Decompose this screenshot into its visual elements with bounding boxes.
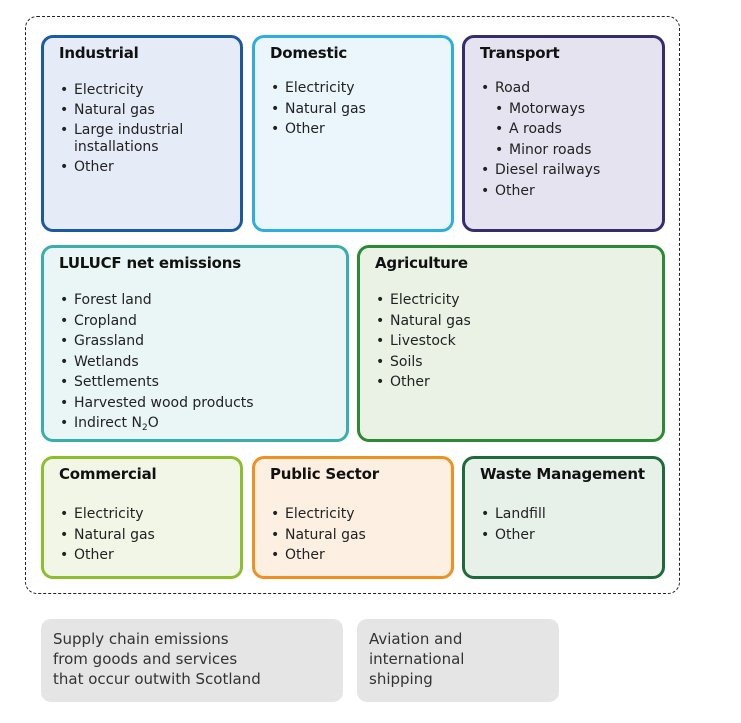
transport-title: Transport	[480, 44, 560, 62]
domestic-list: Electricity Natural gas Other	[270, 78, 366, 140]
list-item: Settlements	[59, 372, 254, 393]
list-item: Grassland	[59, 331, 254, 352]
industrial-list: Electricity Natural gas Large industrial…	[59, 82, 202, 179]
domestic-box: Domestic Electricity Natural gas Other	[252, 35, 454, 232]
list-item: Livestock	[375, 331, 471, 352]
lulucf-title: LULUCF net emissions	[59, 254, 241, 272]
list-item: Landfill	[480, 504, 546, 525]
list-item: Large industrial installations	[59, 122, 202, 156]
waste-management-box: Waste Management Landfill Other	[462, 456, 665, 579]
agriculture-list: Electricity Natural gas Livestock Soils …	[375, 290, 471, 393]
lulucf-box: LULUCF net emissions Forest land Croplan…	[41, 245, 349, 442]
agriculture-box: Agriculture Electricity Natural gas Live…	[357, 245, 665, 442]
list-item: Diesel railways	[480, 160, 600, 181]
n2o-subscript: 2	[141, 423, 148, 433]
agriculture-title: Agriculture	[375, 254, 468, 272]
list-item: Other	[59, 159, 202, 176]
supply-chain-emissions-box: Supply chain emissions from goods and se…	[41, 619, 343, 702]
industrial-box: Industrial Electricity Natural gas Large…	[41, 35, 243, 232]
list-item: Electricity	[59, 82, 202, 99]
aviation-shipping-text: Aviation and international shipping	[369, 630, 465, 688]
list-item: Electricity	[270, 504, 366, 525]
commercial-box: Commercial Electricity Natural gas Other	[41, 456, 243, 579]
list-item: A roads	[480, 119, 600, 140]
list-item: Road	[480, 78, 600, 99]
domestic-title: Domestic	[270, 44, 348, 62]
list-item: Natural gas	[270, 99, 366, 120]
list-item: Other	[480, 181, 600, 202]
list-item: Natural gas	[375, 311, 471, 332]
lulucf-list: Forest land Cropland Grassland Wetlands …	[59, 290, 254, 439]
list-item: Motorways	[480, 99, 600, 120]
list-item: Wetlands	[59, 352, 254, 373]
n2o-o: O	[147, 415, 159, 431]
list-item: Natural gas	[270, 525, 366, 546]
list-item: Electricity	[270, 78, 366, 99]
list-item: Indirect N2O	[59, 413, 254, 439]
commercial-title: Commercial	[59, 465, 157, 483]
public-sector-title: Public Sector	[270, 465, 379, 483]
waste-management-list: Landfill Other	[480, 504, 546, 545]
list-item: Other	[59, 545, 155, 566]
list-item: Natural gas	[59, 525, 155, 546]
list-item: Electricity	[375, 290, 471, 311]
waste-management-title: Waste Management	[480, 465, 645, 483]
industrial-title: Industrial	[59, 44, 139, 62]
list-item: Natural gas	[59, 102, 202, 119]
list-item: Other	[375, 372, 471, 393]
scotland-emissions-boundary	[25, 16, 680, 594]
aviation-shipping-box: Aviation and international shipping	[357, 619, 559, 702]
list-item: Cropland	[59, 311, 254, 332]
list-item: Other	[270, 545, 366, 566]
list-item: Minor roads	[480, 140, 600, 161]
public-sector-box: Public Sector Electricity Natural gas Ot…	[252, 456, 454, 579]
transport-box: Transport Road Motorways A roads Minor r…	[462, 35, 665, 232]
list-item: Harvested wood products	[59, 393, 254, 414]
list-item: Forest land	[59, 290, 254, 311]
transport-list: Road Motorways A roads Minor roads Diese…	[480, 78, 600, 201]
list-item: Other	[480, 525, 546, 546]
list-item: Other	[270, 119, 366, 140]
n2o-n: Indirect N	[74, 415, 142, 431]
list-item: Electricity	[59, 504, 155, 525]
supply-chain-text: Supply chain emissions from goods and se…	[53, 630, 261, 688]
public-sector-list: Electricity Natural gas Other	[270, 504, 366, 566]
commercial-list: Electricity Natural gas Other	[59, 504, 155, 566]
list-item: Soils	[375, 352, 471, 373]
